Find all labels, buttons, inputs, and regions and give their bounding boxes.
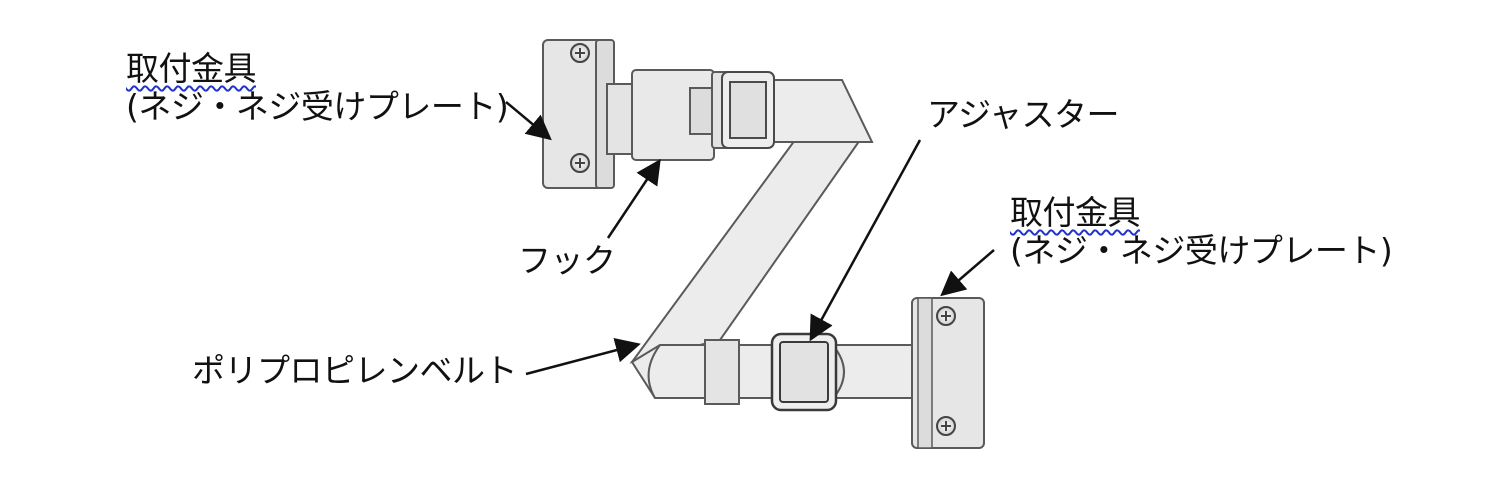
screw-icon (570, 153, 590, 173)
screw-icon (570, 43, 590, 63)
arrow-mount-top (505, 101, 552, 141)
bottom-mount-bracket (911, 297, 985, 449)
label-mount-bottom-title: 取付金具 (1010, 193, 1141, 232)
label-mount-top-subtitle: (ネジ・ネジ受けプレート) (126, 86, 509, 126)
belt-loop (647, 344, 661, 399)
top-mount-bracket (542, 39, 615, 189)
diagonal-belt (629, 139, 862, 364)
label-hook: フック (518, 241, 616, 280)
arrow-adjuster (809, 139, 922, 342)
label-adjuster: アジャスター (927, 95, 1120, 134)
arrow-belt (525, 338, 641, 376)
label-mount-top-title: 取付金具 (126, 49, 257, 88)
hook (606, 69, 731, 161)
screw-icon (936, 306, 956, 326)
label-mount-bottom: 取付金具 (ネジ・ネジ受けプレート) (1010, 193, 1393, 270)
label-belt: ポリプロピレンベルト (192, 351, 518, 390)
bottom-adjuster (770, 332, 845, 412)
belt-keeper (704, 339, 740, 405)
arrow-mount-bottom (940, 249, 995, 297)
arrow-hook (606, 158, 661, 239)
screw-icon (936, 416, 956, 436)
top-adjuster (721, 71, 775, 149)
label-mount-top: 取付金具 (ネジ・ネジ受けプレート) (126, 49, 509, 126)
label-mount-bottom-subtitle: (ネジ・ネジ受けプレート) (1010, 230, 1393, 270)
